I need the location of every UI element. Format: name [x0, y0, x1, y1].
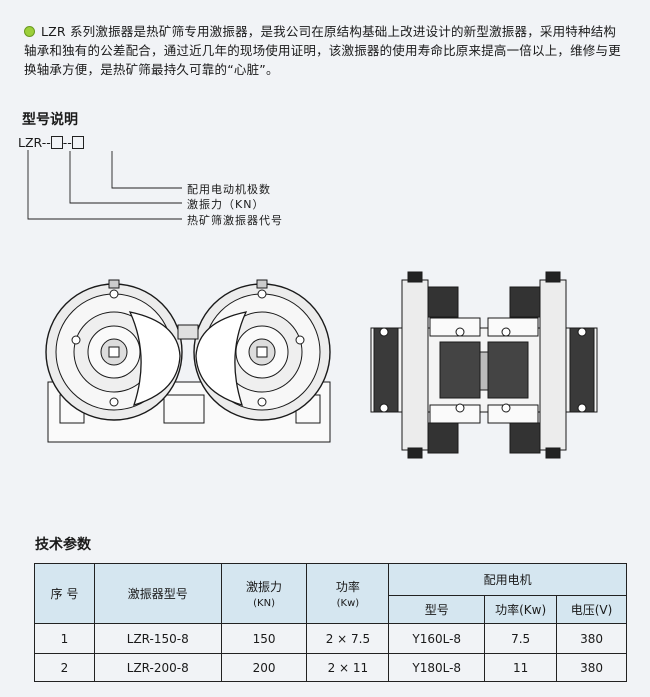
front-view-drawing: [45, 279, 331, 443]
header-force-unit: (KN): [253, 598, 275, 609]
intro-paragraph: LZR 系列激振器是热矿筛专用激振器，是我公司在原结构基础上改进设计的新型激振器…: [24, 22, 624, 79]
header-force: 激振力 (KN): [220, 563, 308, 624]
tech-section-title: 技术参数: [35, 537, 91, 553]
right-eccentric-weight: [195, 311, 248, 406]
header-model: 激振器型号: [93, 563, 222, 624]
header-motor: 配用电机: [388, 563, 627, 596]
header-no: 序 号: [34, 563, 95, 624]
spec-table: 序 号 激振器型号 激振力(KN) 功率(Kw) 配用电机 型号 功率(Kw) …: [34, 563, 627, 682]
cell-no: 1: [34, 623, 95, 654]
code-prefix: LZR--: [18, 135, 51, 150]
label-exciter-code: 热矿筛激振器代号: [187, 214, 283, 227]
cell-motor-power: 11: [484, 653, 558, 682]
intro-text: LZR 系列激振器是热矿筛专用激振器，是我公司在原结构基础上改进设计的新型激振器…: [24, 24, 621, 77]
cell-power: 2 × 7.5: [306, 623, 390, 654]
model-code: LZR-- --: [18, 135, 84, 150]
header-power-unit: (Kw): [336, 598, 360, 609]
plan-view-drawing: [370, 271, 598, 459]
model-section-title: 型号说明: [22, 112, 78, 128]
table-row: 2 LZR-200-8 200 2 × 11 Y180L-8 11 380: [34, 653, 627, 682]
cell-model: LZR-150-8: [93, 623, 222, 654]
code-sep: --: [62, 135, 72, 150]
cell-motor-model: Y160L-8: [388, 623, 486, 654]
cell-power: 2 × 11: [306, 653, 390, 682]
cell-model: LZR-200-8: [93, 653, 222, 682]
left-eccentric-weight: [128, 311, 181, 406]
code-box-force: [50, 136, 63, 149]
cell-force: 150: [220, 623, 308, 654]
bullet-icon: [24, 26, 35, 37]
cell-motor-model: Y180L-8: [388, 653, 486, 682]
cell-voltage: 380: [556, 623, 627, 654]
label-exciting-force: 激振力（KN）: [187, 198, 265, 211]
cell-no: 2: [34, 653, 95, 682]
cell-force: 200: [220, 653, 308, 682]
header-motor-voltage: 电压(V): [556, 595, 627, 624]
code-box-poles: [71, 136, 84, 149]
cell-motor-power: 7.5: [484, 623, 558, 654]
header-motor-power: 功率(Kw): [484, 595, 558, 624]
label-motor-poles: 配用电动机极数: [187, 183, 271, 196]
header-power-label: 功率: [335, 580, 360, 594]
cell-voltage: 380: [556, 653, 627, 682]
header-power: 功率 (Kw): [306, 563, 390, 624]
header-motor-model: 型号: [388, 595, 486, 624]
table-row: 1 LZR-150-8 150 2 × 7.5 Y160L-8 7.5 380: [34, 623, 627, 654]
header-force-label: 激振力: [246, 580, 283, 594]
